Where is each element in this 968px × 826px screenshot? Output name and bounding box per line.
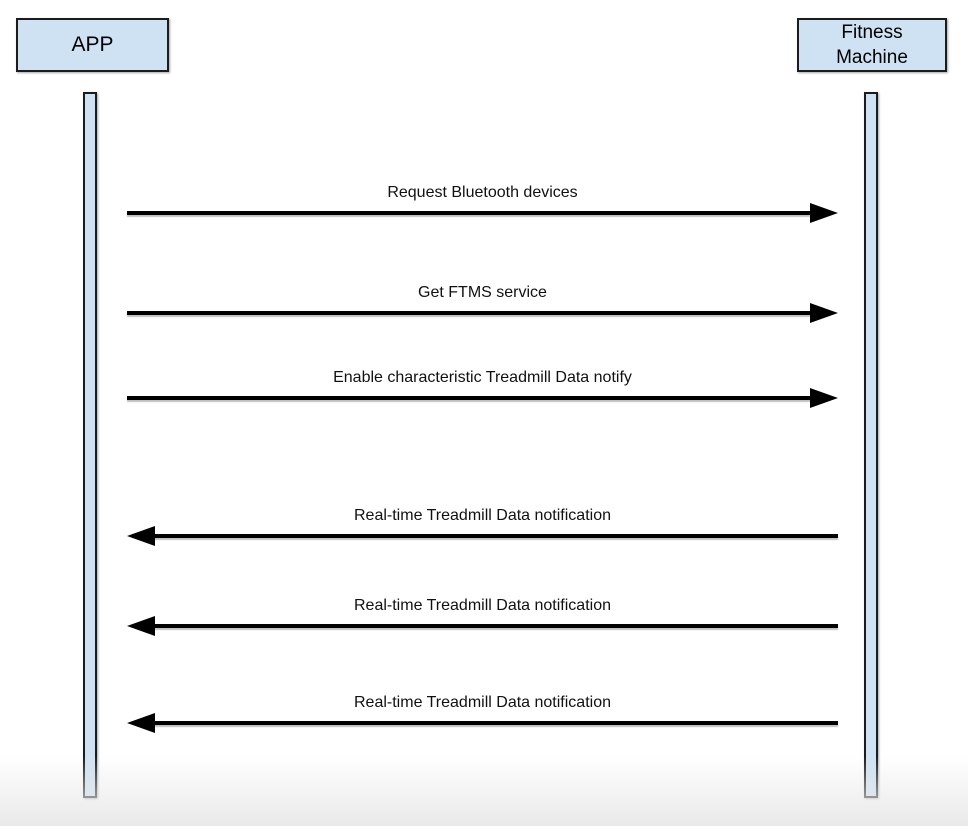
- arrow-shaft: [127, 396, 814, 400]
- message-label: Real-time Treadmill Data notification: [354, 597, 611, 614]
- actor-label-app: APP: [71, 33, 114, 56]
- arrow-shaft: [151, 721, 838, 725]
- arrow-shaft: [151, 624, 838, 628]
- arrowhead-left-icon: [127, 526, 155, 546]
- arrow-shaft: [127, 311, 814, 315]
- arrowhead-right-icon: [810, 388, 838, 408]
- arrowhead-left-icon: [127, 616, 155, 636]
- message-arrow: [127, 526, 838, 546]
- actor-label-fitness-machine: Fitness Machine: [836, 22, 908, 68]
- message-enable-treadmill-data-notify: Enable characteristic Treadmill Data not…: [127, 369, 838, 417]
- message-treadmill-data-notification-3: Real-time Treadmill Data notification: [127, 694, 838, 742]
- message-arrow: [127, 713, 838, 733]
- arrow-shaft: [127, 211, 814, 215]
- lifeline-app: [83, 92, 97, 798]
- arrowhead-right-icon: [810, 203, 838, 223]
- actor-box-fitness-machine: Fitness Machine: [797, 18, 947, 72]
- message-label: Enable characteristic Treadmill Data not…: [333, 369, 632, 386]
- message-label: Real-time Treadmill Data notification: [354, 507, 611, 524]
- message-arrow: [127, 616, 838, 636]
- message-arrow: [127, 203, 838, 223]
- message-label: Request Bluetooth devices: [387, 184, 578, 201]
- message-arrow: [127, 388, 838, 408]
- arrowhead-right-icon: [810, 303, 838, 323]
- message-arrow: [127, 303, 838, 323]
- lifeline-fitness-machine: [864, 92, 878, 798]
- message-request-bluetooth-devices: Request Bluetooth devices: [127, 184, 838, 232]
- arrowhead-left-icon: [127, 713, 155, 733]
- arrow-shaft: [151, 534, 838, 538]
- actor-box-app: APP: [16, 18, 169, 72]
- message-label: Get FTMS service: [418, 284, 547, 301]
- message-treadmill-data-notification-2: Real-time Treadmill Data notification: [127, 597, 838, 645]
- message-label: Real-time Treadmill Data notification: [354, 694, 611, 711]
- page-bottom-edge: [0, 756, 968, 826]
- message-get-ftms-service: Get FTMS service: [127, 284, 838, 332]
- message-treadmill-data-notification-1: Real-time Treadmill Data notification: [127, 507, 838, 555]
